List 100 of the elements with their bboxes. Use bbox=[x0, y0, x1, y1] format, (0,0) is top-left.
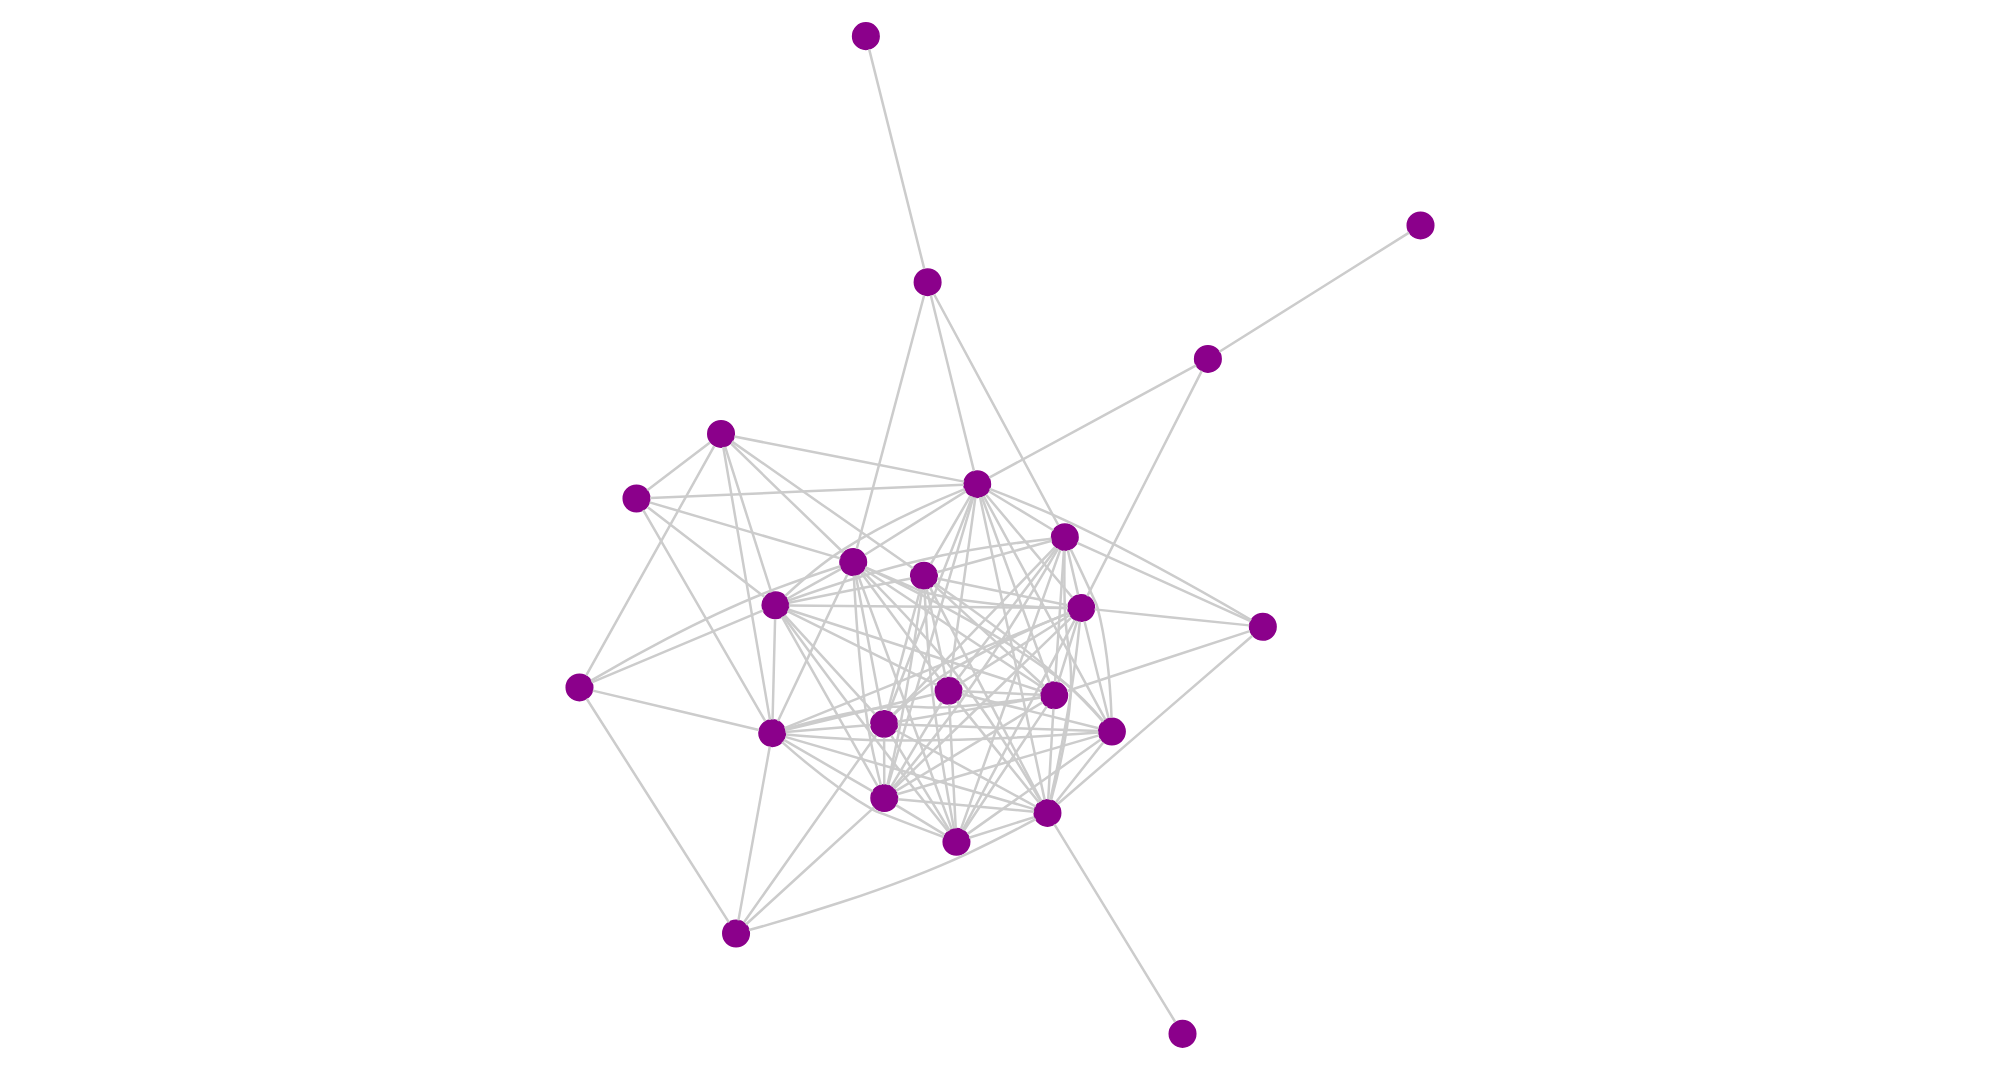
connector bbox=[1047, 708, 1055, 800]
connector bbox=[1053, 823, 1177, 1023]
connector bbox=[786, 567, 842, 600]
connector bbox=[955, 547, 1058, 681]
connector bbox=[1057, 620, 1079, 683]
connector bbox=[730, 442, 845, 554]
node-circle bbox=[839, 548, 868, 577]
connector bbox=[585, 698, 730, 923]
connector bbox=[925, 588, 947, 678]
connector bbox=[1083, 620, 1110, 719]
connector bbox=[892, 548, 1060, 789]
node-circle bbox=[722, 919, 751, 948]
connector bbox=[1069, 548, 1113, 718]
connector bbox=[1049, 550, 1073, 801]
connector bbox=[780, 616, 879, 787]
connector bbox=[646, 506, 766, 598]
node-circle bbox=[622, 484, 651, 513]
node-circle bbox=[913, 268, 942, 297]
connector bbox=[934, 582, 1105, 723]
connector bbox=[867, 49, 926, 270]
node-circle bbox=[758, 719, 787, 748]
connector bbox=[786, 610, 938, 686]
connector bbox=[743, 734, 878, 923]
connector bbox=[988, 490, 1054, 532]
node-circle bbox=[1050, 523, 1079, 552]
connector bbox=[890, 701, 943, 787]
connector bbox=[890, 735, 951, 832]
connector bbox=[591, 609, 764, 684]
connector bbox=[949, 497, 977, 678]
connector bbox=[855, 295, 926, 550]
connector bbox=[788, 577, 911, 604]
connector bbox=[1218, 231, 1410, 353]
connector bbox=[1094, 608, 1250, 627]
node-circle bbox=[851, 22, 880, 51]
connector bbox=[893, 611, 1070, 716]
connector bbox=[961, 692, 1099, 730]
connector bbox=[895, 701, 1044, 792]
connector bbox=[897, 696, 1042, 723]
connector bbox=[784, 696, 1041, 731]
connector bbox=[886, 589, 924, 786]
connector bbox=[982, 495, 1107, 721]
connector bbox=[956, 700, 1040, 804]
connector bbox=[1056, 634, 1254, 805]
connector bbox=[1066, 629, 1251, 693]
connector bbox=[928, 587, 1043, 802]
connector bbox=[785, 735, 1035, 811]
connector bbox=[959, 614, 1071, 685]
connector bbox=[980, 496, 1051, 684]
connector bbox=[734, 435, 965, 483]
connector bbox=[776, 573, 849, 722]
connector bbox=[646, 441, 711, 492]
connector bbox=[988, 364, 1197, 479]
connector bbox=[961, 690, 1041, 696]
connector bbox=[933, 293, 1060, 526]
node-circle bbox=[870, 709, 899, 738]
connector bbox=[785, 723, 871, 734]
connector bbox=[864, 490, 967, 556]
connector bbox=[864, 566, 1068, 610]
connector bbox=[590, 565, 841, 682]
connector bbox=[936, 539, 1053, 574]
connector bbox=[724, 446, 773, 593]
node-circle bbox=[1033, 798, 1062, 827]
connector bbox=[896, 734, 1100, 796]
connector bbox=[893, 616, 1073, 790]
connector bbox=[1086, 370, 1203, 597]
connector bbox=[929, 295, 976, 472]
connector bbox=[787, 608, 1042, 693]
connector bbox=[856, 574, 953, 830]
connector bbox=[963, 705, 1048, 831]
connector bbox=[886, 497, 975, 786]
node-circle bbox=[870, 784, 899, 813]
node-circle bbox=[1248, 612, 1277, 641]
connector bbox=[882, 737, 886, 785]
connector bbox=[782, 615, 949, 833]
connector bbox=[1066, 549, 1080, 595]
connector bbox=[961, 619, 1076, 831]
connector bbox=[788, 604, 1068, 610]
connector bbox=[852, 575, 883, 786]
connector bbox=[892, 546, 1056, 716]
connector bbox=[1053, 550, 1066, 682]
connector bbox=[895, 729, 1037, 808]
connector bbox=[863, 568, 1044, 689]
connector bbox=[592, 689, 760, 732]
connector bbox=[1076, 541, 1251, 623]
connector bbox=[886, 588, 922, 712]
connector bbox=[781, 741, 945, 839]
connector bbox=[948, 704, 957, 829]
connector bbox=[989, 487, 1252, 622]
connector bbox=[895, 804, 946, 836]
connector bbox=[585, 445, 716, 676]
connector bbox=[783, 614, 876, 715]
connector bbox=[923, 589, 956, 829]
connector bbox=[932, 583, 1046, 688]
connector bbox=[649, 501, 841, 560]
connector bbox=[722, 446, 772, 721]
connector bbox=[968, 815, 1035, 839]
connector bbox=[860, 572, 942, 681]
connector bbox=[854, 575, 883, 711]
node-circle bbox=[963, 470, 992, 499]
connector bbox=[862, 571, 1042, 803]
